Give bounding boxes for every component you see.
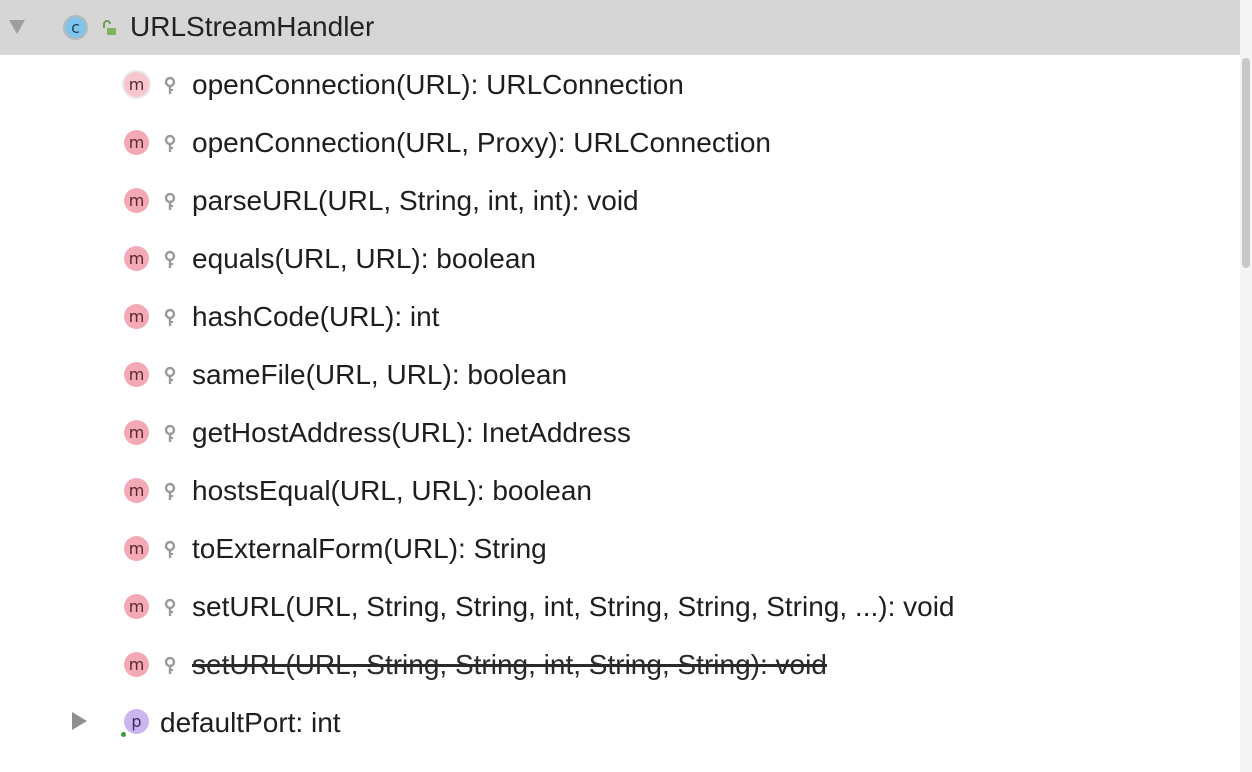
method-signature: hostsEqual(URL, URL): boolean	[192, 475, 592, 506]
tree-row-method[interactable]: m hostsEqual(URL, URL): boolean	[0, 465, 1240, 517]
tree-row-method[interactable]: m openConnection(URL): URLConnection	[0, 59, 1240, 111]
method-signature: getHostAddress(URL): InetAddress	[192, 417, 631, 448]
tree-row-method[interactable]: m equals(URL, URL): boolean	[0, 233, 1240, 285]
tree-row-method[interactable]: m toExternalForm(URL): String	[0, 523, 1240, 575]
chevron-down-icon[interactable]	[9, 20, 25, 34]
method-icon: m	[124, 536, 149, 561]
tree-row-method[interactable]: m getHostAddress(URL): InetAddress	[0, 407, 1240, 459]
tree-row-method[interactable]: m parseURL(URL, String, int, int): void	[0, 175, 1240, 227]
method-icon: m	[124, 594, 149, 619]
protected-key-icon	[164, 366, 176, 384]
tree-row-method[interactable]: m sameFile(URL, URL): boolean	[0, 349, 1240, 401]
method-icon: m	[124, 478, 149, 503]
tree-row-property[interactable]: p defaultPort: int	[0, 697, 1240, 749]
method-icon: m	[124, 130, 149, 155]
protected-key-icon	[164, 540, 176, 558]
protected-key-icon	[164, 76, 176, 94]
property-signature: defaultPort: int	[160, 707, 341, 738]
protected-key-icon	[164, 250, 176, 268]
method-signature: openConnection(URL): URLConnection	[192, 69, 684, 100]
open-lock-icon	[103, 20, 116, 35]
method-icon: m	[124, 652, 149, 677]
property-icon: p	[124, 709, 149, 734]
method-icon: m	[124, 246, 149, 271]
protected-key-icon	[164, 192, 176, 210]
method-icon: m	[124, 362, 149, 387]
method-signature: openConnection(URL, Proxy): URLConnectio…	[192, 127, 771, 158]
method-icon: m	[124, 304, 149, 329]
method-signature-deprecated: setURL(URL, String, String, int, String,…	[192, 649, 827, 680]
method-signature: hashCode(URL): int	[192, 301, 440, 332]
protected-key-icon	[164, 656, 176, 674]
method-icon: m	[124, 420, 149, 445]
method-signature: parseURL(URL, String, int, int): void	[192, 185, 639, 216]
tree-row-method[interactable]: m openConnection(URL, Proxy): URLConnect…	[0, 117, 1240, 169]
scrollbar-thumb[interactable]	[1242, 58, 1250, 268]
method-signature: setURL(URL, String, String, int, String,…	[192, 591, 955, 622]
public-dot-icon	[121, 732, 126, 737]
protected-key-icon	[164, 308, 176, 326]
method-signature: sameFile(URL, URL): boolean	[192, 359, 568, 390]
class-node-row[interactable]: c URLStreamHandler	[0, 0, 1252, 55]
chevron-right-icon[interactable]	[72, 712, 87, 730]
method-signature: toExternalForm(URL): String	[192, 533, 547, 564]
protected-key-icon	[164, 598, 176, 616]
method-signature: equals(URL, URL): boolean	[192, 243, 536, 274]
protected-key-icon	[164, 482, 176, 500]
method-icon: m	[124, 72, 149, 97]
method-icon: m	[124, 188, 149, 213]
tree-row-method-deprecated[interactable]: m setURL(URL, String, String, int, Strin…	[0, 639, 1240, 691]
class-name: URLStreamHandler	[130, 11, 375, 42]
protected-key-icon	[164, 134, 176, 152]
tree-row-method[interactable]: m setURL(URL, String, String, int, Strin…	[0, 581, 1240, 633]
class-icon: c	[63, 15, 88, 40]
tree-row-method[interactable]: m hashCode(URL): int	[0, 291, 1240, 343]
protected-key-icon	[164, 424, 176, 442]
